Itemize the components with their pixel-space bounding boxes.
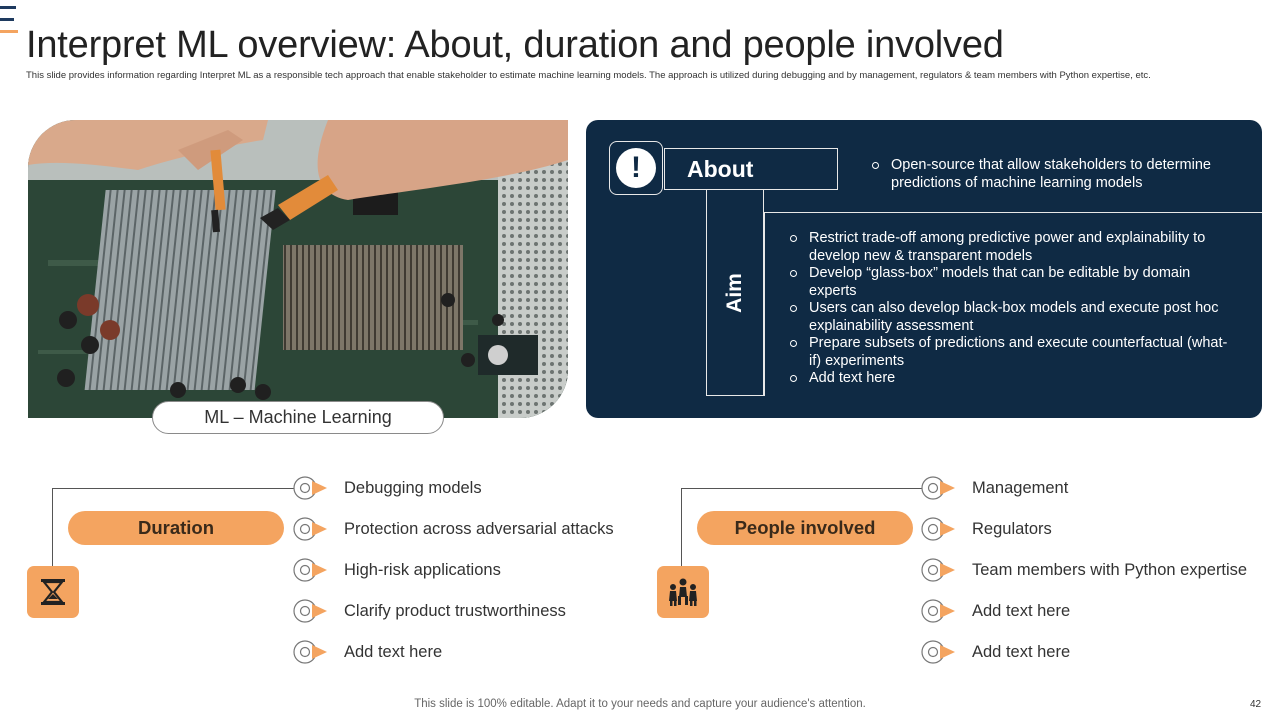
slide-subtitle: This slide provides information regardin…: [26, 70, 1151, 81]
target-arrow-icon: [921, 517, 955, 541]
slide-title: Interpret ML overview: About, duration a…: [26, 24, 1004, 66]
about-points: Open-source that allow stakeholders to d…: [872, 157, 1232, 192]
corner-decoration: [0, 6, 18, 42]
aim-point: Restrict trade-off among predictive powe…: [790, 230, 1230, 265]
aim-point: Prepare subsets of predictions and execu…: [790, 335, 1230, 370]
target-arrow-icon: [293, 599, 327, 623]
people-connector-v: [681, 488, 682, 566]
aim-point: Develop “glass-box” models that can be e…: [790, 265, 1230, 300]
people-item: Regulators: [920, 516, 1052, 542]
people-pill: People involved: [697, 511, 913, 545]
duration-item: High-risk applications: [292, 557, 501, 583]
duration-item: Debugging models: [292, 475, 482, 501]
duration-connector-v: [52, 488, 53, 566]
people-item: Management: [920, 475, 1068, 501]
exclamation-icon: !: [609, 141, 663, 195]
people-connector-h: [681, 488, 922, 489]
circuit-board-photo: [28, 120, 568, 418]
duration-connector-h: [52, 488, 294, 489]
duration-pill: Duration: [68, 511, 284, 545]
aim-point: Add text here: [790, 370, 1230, 388]
aim-divider-vertical: [764, 212, 765, 396]
photo-caption: ML – Machine Learning: [152, 401, 444, 434]
target-arrow-icon: [921, 640, 955, 664]
duration-item: Clarify product trustworthiness: [292, 598, 566, 624]
aim-divider: [764, 212, 1262, 213]
target-arrow-icon: [921, 558, 955, 582]
page-number: 42: [1250, 699, 1262, 710]
aim-heading: Aim: [723, 273, 746, 313]
duration-item: Protection across adversarial attacks: [292, 516, 614, 542]
target-arrow-icon: [921, 476, 955, 500]
people-item: Add text here: [920, 598, 1070, 624]
people-item: Team members with Python expertise: [920, 557, 1247, 583]
aim-point: Users can also develop black-box models …: [790, 300, 1230, 335]
target-arrow-icon: [293, 517, 327, 541]
about-heading: About: [664, 148, 838, 190]
target-arrow-icon: [293, 558, 327, 582]
hourglass-icon: [27, 566, 79, 618]
people-item: Add text here: [920, 639, 1070, 665]
target-arrow-icon: [921, 599, 955, 623]
about-point: Open-source that allow stakeholders to d…: [872, 157, 1232, 192]
aim-points: Restrict trade-off among predictive powe…: [790, 230, 1230, 388]
duration-item: Add text here: [292, 639, 442, 665]
about-aim-panel: ! About Open-source that allow stakehold…: [586, 120, 1262, 418]
target-arrow-icon: [293, 476, 327, 500]
slide-footer: This slide is 100% editable. Adapt it to…: [414, 698, 866, 710]
aim-heading-wrap: Aim: [706, 190, 764, 396]
target-arrow-icon: [293, 640, 327, 664]
aim-frame: [706, 190, 764, 396]
group-icon: [657, 566, 709, 618]
